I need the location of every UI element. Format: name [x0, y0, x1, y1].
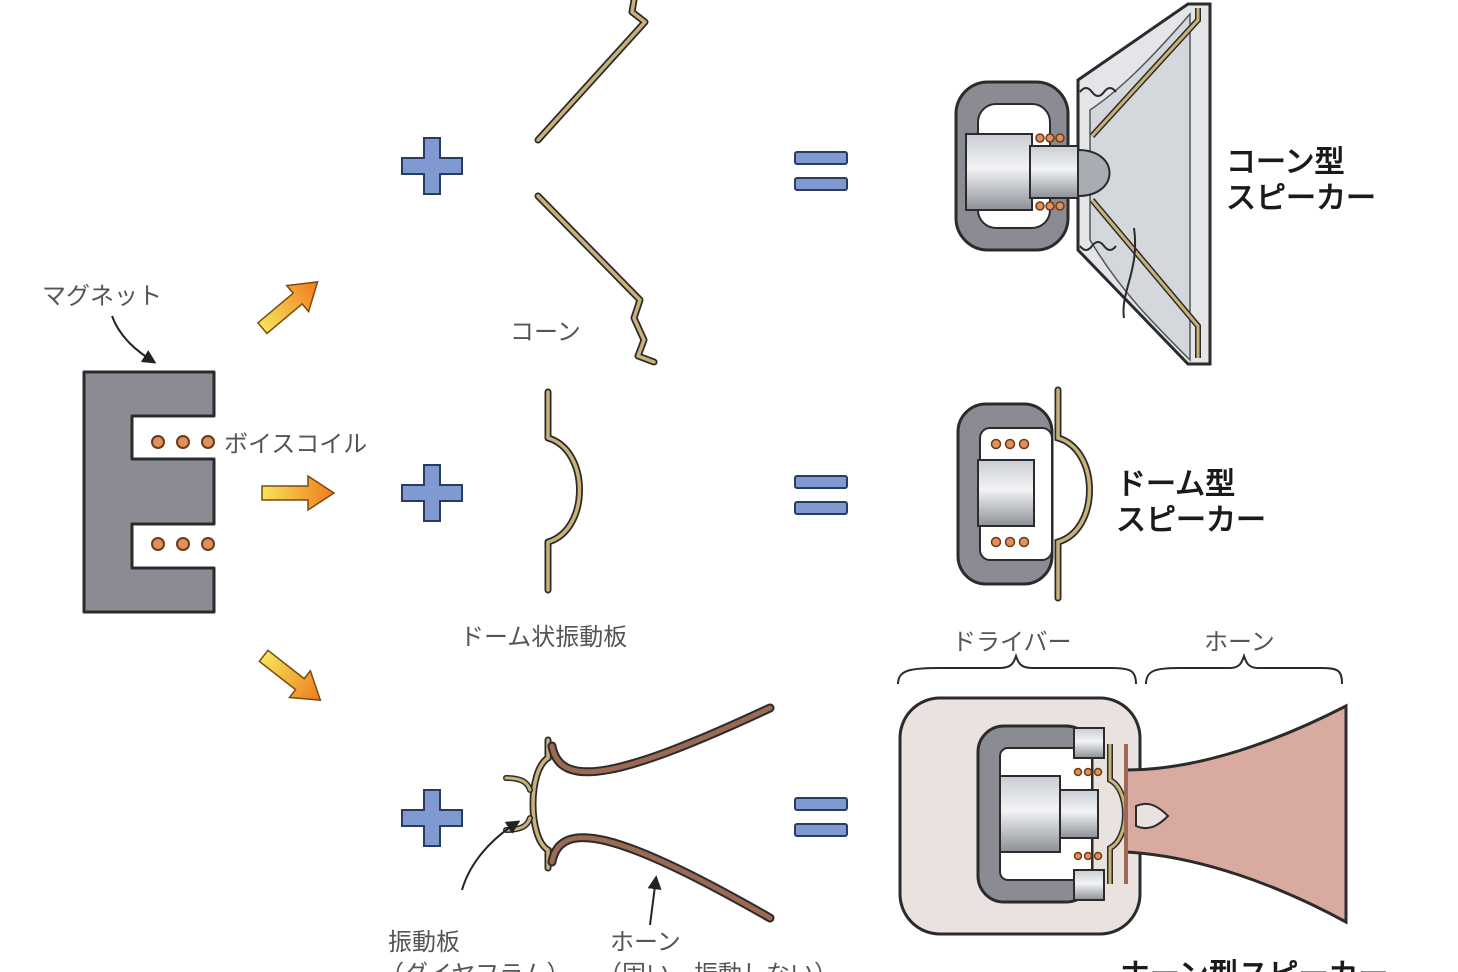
voice-coil-dots [151, 435, 215, 551]
horn-shape [547, 703, 775, 923]
diaphragm-label: 振動板 [388, 928, 460, 956]
plus-sign-bottom [401, 789, 463, 847]
cone-label: コーン [510, 318, 581, 346]
diaphragm-sublabel: （ダイヤフラム） [380, 960, 571, 972]
dome-diaphragm [544, 388, 583, 594]
plus-sign-top [401, 137, 463, 195]
horn-diaphragm-small [503, 736, 552, 872]
magnet-pointer-arrow [111, 315, 157, 364]
equals-sign-bottom [794, 797, 848, 837]
horn-speaker [898, 696, 1348, 936]
equals-sign-middle [794, 475, 848, 515]
driver-section-label: ドライバー [952, 628, 1072, 656]
horn-label: ホーン [610, 928, 681, 956]
cone-speaker-title-line1: コーン型 [1226, 145, 1345, 180]
equals-sign-top [794, 151, 848, 191]
horn-pointer-arrow [647, 875, 662, 926]
dome-speaker-title-line2: スピーカー [1116, 503, 1266, 538]
magnet-e-shape [82, 370, 216, 614]
magnet-label: マグネット [42, 282, 162, 310]
voice-coil-label: ボイスコイル [224, 430, 367, 458]
arrow-right [261, 474, 336, 512]
dome-speaker-title-line1: ドーム型 [1116, 467, 1235, 502]
arrow-up-right [256, 280, 319, 335]
plus-sign-middle [401, 464, 463, 522]
cone-speaker-title-line2: スピーカー [1226, 181, 1376, 216]
horn-sublabel: （固い、振動しない） [598, 960, 838, 972]
dome-diaphragm-label: ドーム状振動板 [460, 623, 627, 651]
cone-speaker [954, 2, 1212, 366]
horn-speaker-title: ホーン型スピーカー [1120, 958, 1389, 972]
diaphragm-pointer-arrow [461, 820, 521, 891]
horn-bracket [1145, 652, 1343, 685]
horn-section-label: ホーン [1204, 628, 1275, 656]
arrow-down-right [258, 649, 322, 702]
cone-diaphragm [534, 0, 658, 366]
driver-bracket [897, 652, 1137, 685]
dome-speaker [956, 386, 1093, 602]
